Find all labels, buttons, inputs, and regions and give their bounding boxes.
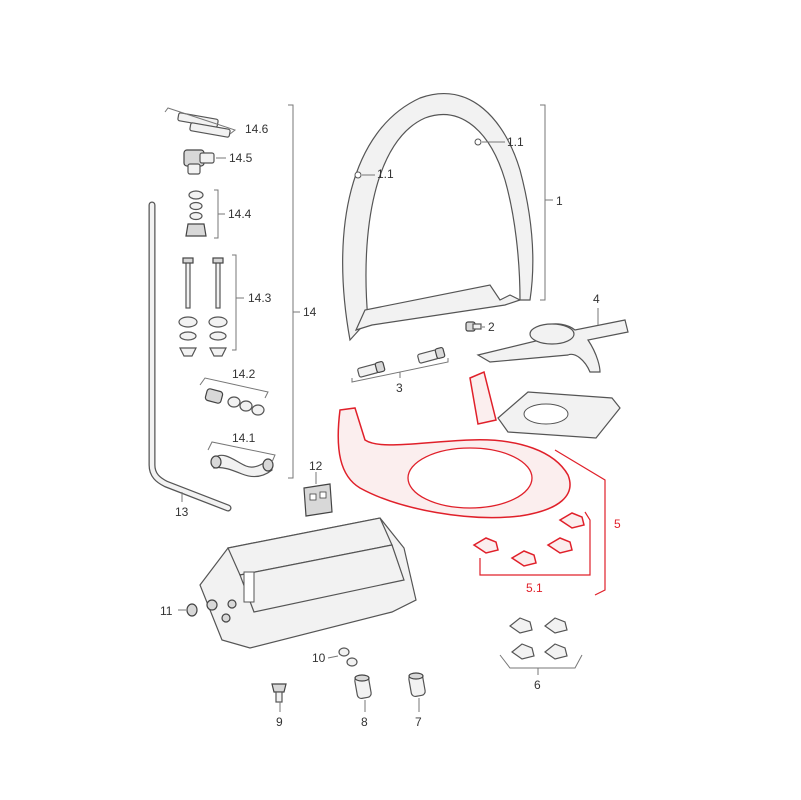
part-5-seat-ring [337,370,571,519]
label-14-1: 14.1 [232,431,256,445]
part-4-hinge-bracket [476,319,629,373]
label-6: 6 [534,678,541,692]
part-11-plug [186,603,198,617]
part-3-screws [357,346,446,378]
label-9: 9 [276,715,283,729]
part-14-4-nut-set [185,190,207,237]
label-10: 10 [312,651,326,665]
part-5-1-buffers [472,512,585,567]
part-housing [199,517,417,649]
part-14-3-bolts [178,257,228,357]
label-1: 1 [556,194,563,208]
part-14-6-clips [177,112,231,138]
label-14-2: 14.2 [232,367,256,381]
label-2: 2 [488,320,495,334]
label-11: 11 [160,604,173,618]
label-14: 14 [303,305,317,319]
part-14-5-elbow [183,149,215,175]
label-1-1-right: 1.1 [507,135,524,149]
part-13-pipe [148,201,232,512]
label-14-6: 14.6 [245,122,269,136]
part-2-screw [465,321,482,332]
label-4: 4 [593,292,600,306]
part-10-ring [338,647,358,667]
part-14-2-fittings [204,388,265,416]
label-14-4: 14.4 [228,207,252,221]
label-8: 8 [361,715,368,729]
hole-1-1-right [474,138,482,146]
part-8-sleeve [354,674,372,700]
label-5-1: 5.1 [526,581,543,595]
label-5: 5 [614,517,621,531]
label-12: 12 [309,459,323,473]
label-13: 13 [175,505,189,519]
part-12-plate [303,483,333,517]
part-1-lid [342,93,534,342]
label-7: 7 [415,715,422,729]
label-14-5: 14.5 [229,151,253,165]
hole-1-1-left [354,171,362,179]
part-14-1-hose [210,454,274,478]
part-5-tray [497,391,621,439]
label-14-3: 14.3 [248,291,272,305]
part-7-sleeve [408,672,426,698]
label-3: 3 [396,381,403,395]
part-9-screw [271,683,287,703]
part-6-buffers [508,617,568,660]
label-1-1-left: 1.1 [377,167,394,181]
